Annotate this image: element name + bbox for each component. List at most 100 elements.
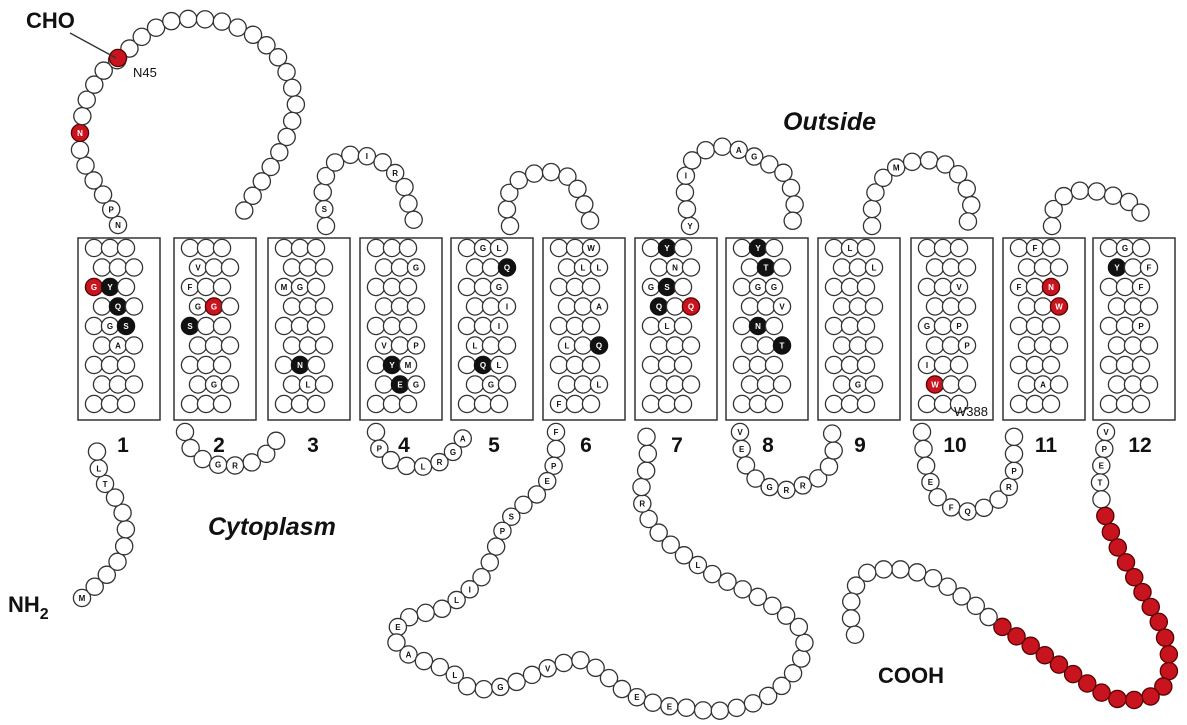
residue [93,376,110,393]
residue [275,239,292,256]
residue: P [545,457,562,474]
residue [833,376,850,393]
residue [550,317,567,334]
svg-text:L: L [473,342,478,351]
residue [1108,337,1125,354]
residue [650,259,667,276]
svg-text:A: A [460,434,466,443]
residue [1010,356,1027,373]
residue-conserved: T [757,259,774,276]
residue [117,278,134,295]
residue [569,180,586,197]
residue: P [950,317,967,334]
residue [109,553,126,570]
residue: G [407,376,424,393]
residue [117,239,134,256]
residue: R [778,481,795,498]
residue [116,538,133,555]
residue [1050,337,1067,354]
residue [498,201,515,218]
residue [458,356,475,373]
residue [674,239,691,256]
residue [733,278,750,295]
residue [391,298,408,315]
residue [194,451,211,468]
residue: P [958,337,975,354]
residue: E [733,440,750,457]
residue: W [582,239,599,256]
residue: F [943,499,960,516]
svg-text:A: A [596,303,602,312]
svg-text:Q: Q [115,303,121,312]
residue [934,239,951,256]
residue [833,298,850,315]
residue-highlighted [1142,688,1159,705]
residue [1140,376,1157,393]
residue [1116,395,1133,412]
residue [205,259,222,276]
residue [415,652,432,669]
residue [93,298,110,315]
residue [458,239,475,256]
residue [299,259,316,276]
svg-text:P: P [964,342,970,351]
residue-conserved: Y [101,278,118,295]
residue [1010,395,1027,412]
residue [1100,395,1117,412]
residue [833,259,850,276]
residue [196,11,213,28]
residue: R [794,477,811,494]
residue [733,317,750,334]
svg-text:Q: Q [480,361,486,370]
residue [236,202,253,219]
residue: P [1132,317,1149,334]
residue-conserved: E [391,376,408,393]
residue [85,356,102,373]
svg-text:I: I [498,322,500,331]
residue [510,172,527,189]
residue: N [109,216,126,233]
residue [508,673,525,690]
residue [695,702,712,719]
residue [367,278,384,295]
svg-text:N: N [1048,283,1054,292]
residue [501,217,518,234]
svg-text:T: T [764,264,769,273]
residue [857,395,874,412]
residue [582,395,599,412]
residue [841,317,858,334]
residue [958,180,975,197]
residue [417,604,434,621]
residue: P [1005,462,1022,479]
svg-text:E: E [667,702,673,711]
residue: V [1097,423,1114,440]
residue [375,298,392,315]
residue [1055,188,1072,205]
residue: T [96,475,113,492]
residue [1050,259,1067,276]
residue [399,317,416,334]
residue [391,259,408,276]
helix-number-3: 3 [307,434,319,457]
residue [550,356,567,373]
residue-conserved: S [181,317,198,334]
residue [85,239,102,256]
residue-conserved: S [658,278,675,295]
residue [773,376,790,393]
residue [1026,278,1043,295]
residue: E [1093,457,1110,474]
residue [163,13,180,30]
residue [857,239,874,256]
svg-text:G: G [496,283,502,292]
residue [1018,337,1035,354]
residue [399,278,416,295]
residue [765,317,782,334]
residue [197,356,214,373]
residue [284,112,301,129]
residue [644,694,661,711]
residue [176,423,193,440]
residue [407,298,424,315]
helix-number-1: 1 [117,434,129,457]
residue [674,356,691,373]
residue-highlighted [1109,690,1126,707]
